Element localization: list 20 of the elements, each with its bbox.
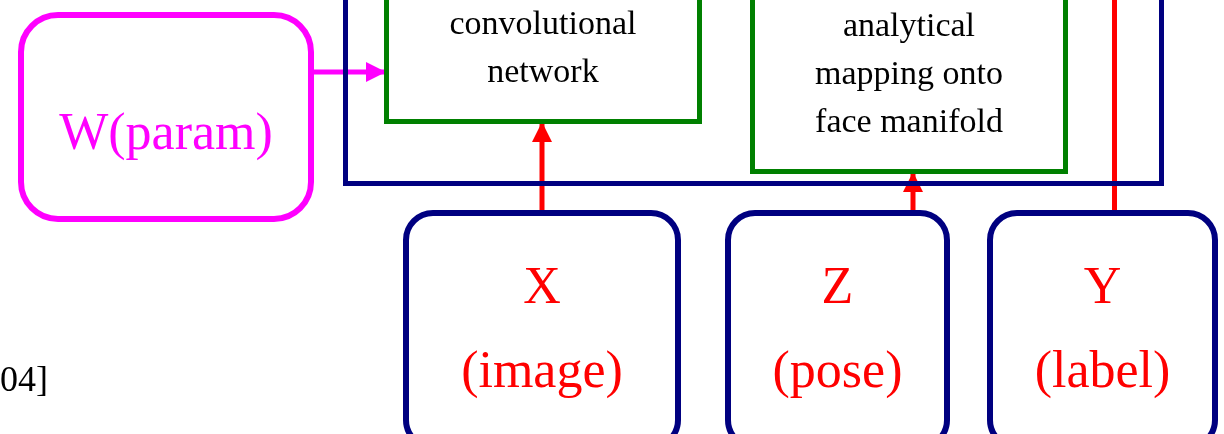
process-box xyxy=(384,0,702,124)
node-text: Z xyxy=(821,256,854,316)
input-box xyxy=(725,210,950,434)
arrow xyxy=(532,122,552,210)
arrow xyxy=(903,172,923,210)
node-text: analytical mapping onto face manifold xyxy=(814,5,1004,141)
citation-text: 04] xyxy=(0,358,48,401)
input-box xyxy=(403,210,681,434)
node-text: Y xyxy=(1083,256,1122,316)
node-text: W(param) xyxy=(59,102,273,162)
arrow xyxy=(314,62,386,82)
node-text: (pose) xyxy=(772,340,903,400)
node-text: X xyxy=(523,256,561,316)
input-box xyxy=(987,210,1218,434)
system-box xyxy=(343,0,1164,186)
node-text: convolutional network xyxy=(448,3,638,91)
node-text: (label) xyxy=(1034,340,1171,400)
parameter-box xyxy=(18,12,314,222)
node-text: (image) xyxy=(461,340,623,400)
process-box xyxy=(750,0,1068,174)
